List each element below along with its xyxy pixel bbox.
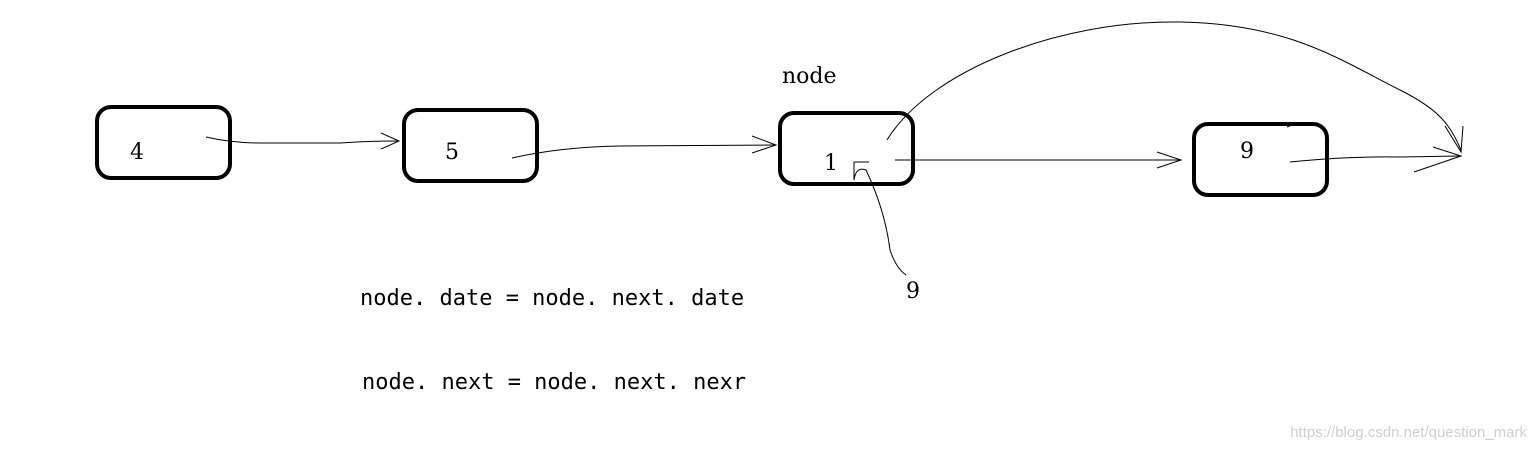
next-arrow-from-9 bbox=[1289, 146, 1463, 173]
node-box bbox=[402, 108, 539, 183]
stroke-mark bbox=[1286, 123, 1303, 128]
node-box bbox=[778, 111, 915, 186]
node-value: 1 bbox=[824, 151, 838, 176]
code-line-assign-date: node. date = node. next. date bbox=[360, 286, 744, 311]
list-node-5: 5 bbox=[402, 108, 539, 183]
watermark-url: https://blog.csdn.net/question_mark bbox=[1290, 424, 1527, 441]
node-value: 9 bbox=[1240, 139, 1254, 164]
node-box bbox=[1192, 122, 1329, 197]
replacement-value-label: 9 bbox=[906, 279, 920, 304]
next-arrow-4-to-5 bbox=[205, 132, 401, 150]
list-node-9: 9 bbox=[1192, 122, 1329, 197]
node-value: 5 bbox=[445, 140, 459, 165]
node-value: 4 bbox=[130, 140, 144, 165]
node-box bbox=[95, 105, 232, 180]
next-arrow-5-to-1 bbox=[511, 135, 778, 159]
next-arrow-1-to-9 bbox=[895, 151, 1183, 169]
list-node-4: 4 bbox=[95, 105, 232, 180]
value-replacement-pointer bbox=[853, 161, 907, 276]
node-pointer-label: node bbox=[782, 64, 837, 89]
bypass-arrow-node-next-next bbox=[886, 21, 1464, 154]
list-node-1-current: 1 bbox=[778, 111, 915, 186]
code-line-assign-next: node. next = node. next. nexr bbox=[362, 370, 746, 395]
